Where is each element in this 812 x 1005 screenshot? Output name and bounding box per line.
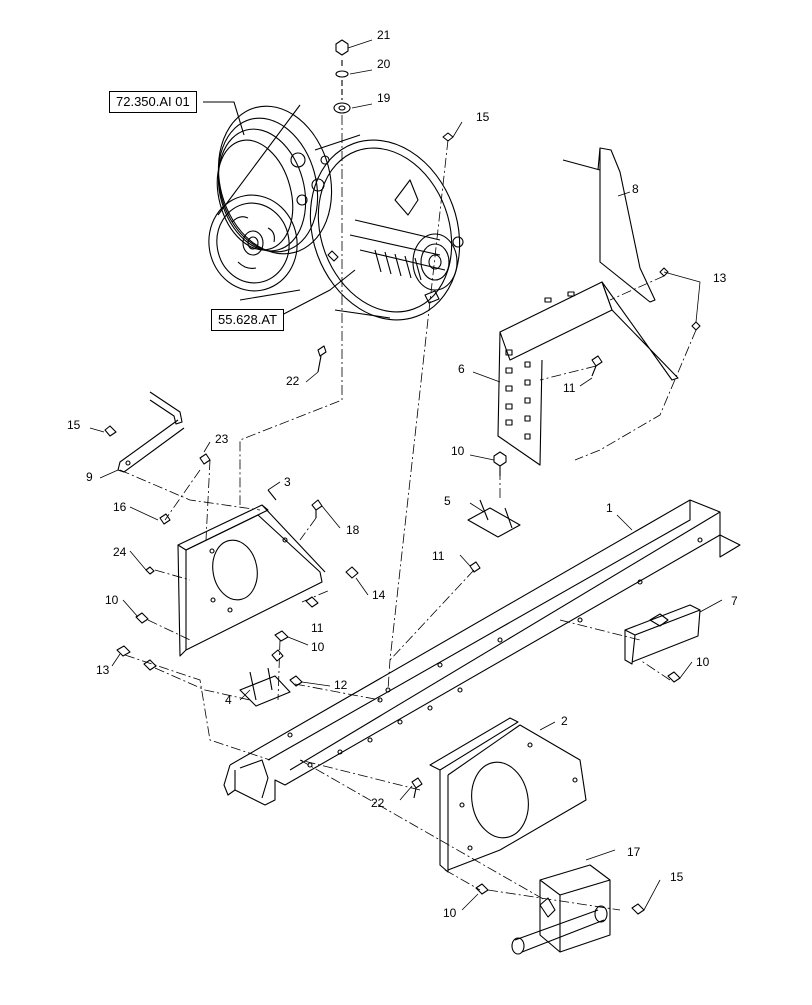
callout-12: 12: [334, 678, 348, 692]
callout-15-bottom: 15: [670, 870, 684, 884]
callout-23: 23: [215, 432, 229, 446]
callout-16: 16: [113, 500, 127, 514]
part-8-plate: [562, 147, 656, 303]
callout-5: 5: [444, 494, 451, 508]
callout-22-lower: 22: [371, 796, 385, 810]
pulley-assembly: [208, 104, 464, 321]
callout-7: 7: [731, 594, 738, 608]
callout-11-upper: 11: [563, 381, 576, 395]
callout-9: 9: [86, 470, 93, 484]
callout-11-middle: 11: [432, 549, 445, 563]
callout-18: 18: [346, 523, 360, 537]
part-4-clip: [239, 667, 303, 707]
stack-hardware: [317, 39, 454, 373]
callout-19: 19: [377, 91, 391, 105]
callout-14: 14: [372, 588, 386, 602]
callout-10-middle: 10: [311, 640, 325, 654]
part-2-plate: [411, 717, 587, 895]
callout-leaders: [89, 39, 723, 911]
callout-15-left: 15: [67, 418, 81, 432]
part-17-cradle: [511, 864, 645, 955]
callout-6: 6: [458, 362, 465, 376]
callout-10-upper: 10: [451, 444, 465, 458]
callout-17: 17: [627, 845, 641, 859]
callout-2: 2: [561, 714, 568, 728]
part-7-plate: [624, 604, 701, 683]
callout-1: 1: [606, 501, 613, 515]
callout-4: 4: [225, 693, 232, 707]
callout-8: 8: [632, 182, 639, 196]
part-9-lever: [104, 391, 185, 473]
callout-15-top: 15: [476, 110, 490, 124]
callout-3: 3: [284, 475, 291, 489]
callout-10-bottom: 10: [443, 906, 457, 920]
callout-21: 21: [377, 28, 391, 42]
callout-20: 20: [377, 57, 391, 71]
part-1-channel: [223, 499, 741, 806]
part-5-bracket: [467, 451, 521, 573]
callout-13-left: 13: [96, 663, 110, 677]
reference-box-drive: 55.628.AT: [211, 309, 285, 331]
callout-11-lower: 11: [311, 621, 324, 635]
callout-10-left: 10: [105, 593, 119, 607]
assembly-lines: [119, 115, 697, 911]
callout-13-right: 13: [713, 271, 727, 285]
reference-box-pulley: 72.350.AI 01: [109, 91, 197, 113]
callout-22-upper: 22: [286, 374, 300, 388]
callout-24: 24: [113, 545, 127, 559]
part-6-bracket: [497, 267, 701, 466]
callout-10-right: 10: [696, 655, 710, 669]
part-3-plate: [116, 453, 359, 671]
